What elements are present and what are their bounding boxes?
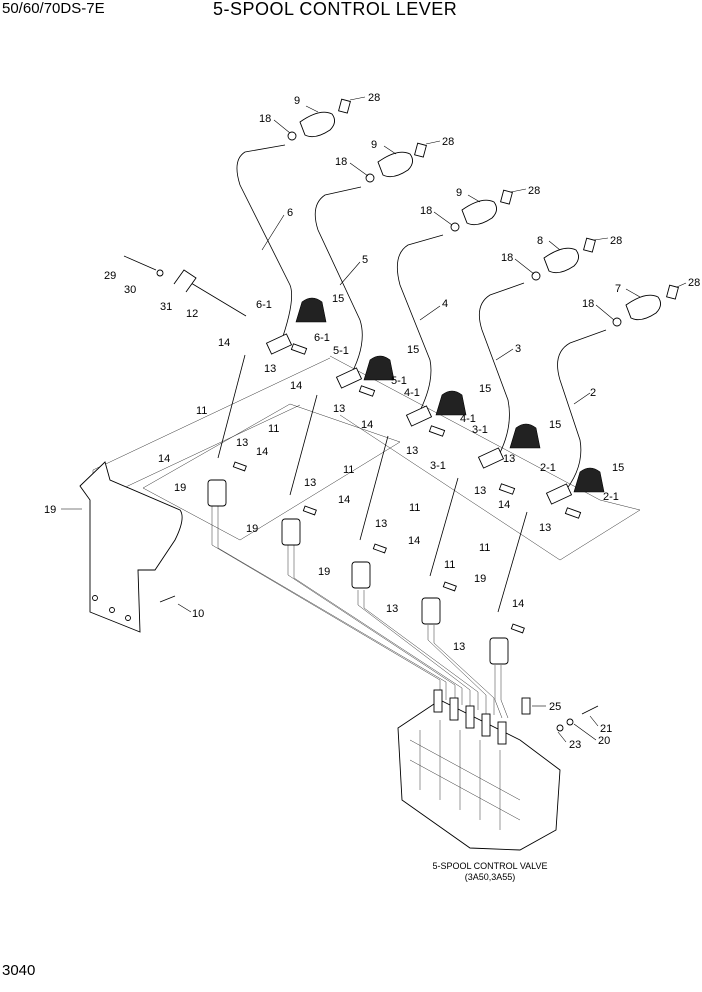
callout: 2-1 [540, 462, 556, 474]
callout: 2 [590, 387, 596, 399]
callout: 19 [44, 504, 56, 516]
callout: 13 [386, 603, 398, 615]
callout: 29 [104, 270, 116, 282]
callout-labels: 28 9 18 28 9 18 6 28 9 18 28 8 18 5 28 7… [44, 92, 700, 751]
callout: 3-1 [430, 460, 446, 472]
callout: 11 [409, 502, 420, 514]
callout: 6-1 [314, 332, 330, 344]
callout: 14 [256, 446, 268, 458]
callout: 19 [474, 573, 486, 585]
callout: 15 [612, 462, 624, 474]
callout: 13 [503, 453, 515, 465]
callout: 28 [368, 92, 380, 104]
callout: 20 [598, 735, 610, 747]
callout: 23 [569, 739, 581, 751]
callout: 15 [407, 344, 419, 356]
callout: 21 [600, 723, 612, 735]
callout: 19 [174, 482, 186, 494]
callout: 3 [515, 343, 521, 355]
callout: 13 [453, 641, 465, 653]
callout: 14 [218, 337, 230, 349]
callout: 18 [420, 205, 432, 217]
valve-caption-code: (3A50,3A55) [464, 872, 516, 882]
callout: 11 [343, 464, 354, 476]
callout: 30 [124, 284, 136, 296]
callout: 8 [537, 235, 543, 247]
rubber-boots [295, 297, 605, 493]
callout: 7 [615, 283, 621, 295]
model-label: 50/60/70DS-7E [2, 0, 105, 17]
callout: 28 [688, 277, 700, 289]
callout: 13 [264, 363, 276, 375]
callout: 11 [268, 423, 279, 435]
callout: 5-1 [333, 345, 349, 357]
callout: 19 [246, 523, 258, 535]
pivot-shaft [123, 255, 247, 317]
callout: 6 [287, 207, 293, 219]
callout: 14 [361, 419, 373, 431]
callout: 18 [259, 113, 271, 125]
callout: 14 [338, 494, 350, 506]
callout: 13 [474, 485, 486, 497]
callout: 18 [582, 298, 594, 310]
callout: 6-1 [256, 299, 272, 311]
callout: 14 [290, 380, 302, 392]
callout: 31 [160, 301, 172, 313]
callout: 4-1 [404, 387, 420, 399]
callout: 18 [501, 252, 513, 264]
callout: 15 [549, 419, 561, 431]
callout: 5-1 [391, 375, 407, 387]
page-number: 3040 [2, 962, 36, 979]
callout: 15 [332, 293, 344, 305]
callout: 13 [375, 518, 387, 530]
page-title: 5-SPOOL CONTROL LEVER [213, 0, 458, 19]
valve-caption: 5-SPOOL CONTROL VALVE (3A50,3A55) [400, 861, 580, 883]
guide-outline [92, 355, 641, 719]
callout: 28 [610, 235, 622, 247]
callout: 25 [549, 701, 561, 713]
callout: 14 [158, 453, 170, 465]
valve-caption-name: 5-SPOOL CONTROL VALVE [432, 861, 548, 871]
callout: 13 [406, 445, 418, 457]
lever-rods [236, 144, 607, 496]
callout: 4-1 [460, 413, 476, 425]
bushings [207, 479, 509, 665]
callout: 14 [512, 598, 524, 610]
callout: 9 [456, 187, 462, 199]
callout: 3-1 [472, 424, 488, 436]
callout: 14 [408, 535, 420, 547]
pins [232, 461, 525, 634]
callout: 9 [371, 139, 377, 151]
callout: 13 [333, 403, 345, 415]
callout: 9 [294, 95, 300, 107]
mounting-bracket [79, 461, 183, 633]
callout: 5 [362, 254, 368, 266]
callout: 28 [442, 136, 454, 148]
callout: 11 [479, 542, 490, 554]
callout: 12 [186, 308, 198, 320]
callout: 11 [196, 405, 207, 417]
callout: 15 [479, 383, 491, 395]
callout: 10 [192, 608, 204, 620]
callout: 19 [318, 566, 330, 578]
callout: 18 [335, 156, 347, 168]
callout: 13 [236, 437, 248, 449]
callout: 13 [304, 477, 316, 489]
callout: 28 [528, 185, 540, 197]
callout: 13 [539, 522, 551, 534]
leader-lines [61, 96, 687, 743]
callout: 2-1 [603, 491, 619, 503]
callout: 4 [442, 298, 448, 310]
control-valve [397, 689, 599, 851]
pivot-brackets [265, 333, 582, 519]
knobs [287, 98, 679, 327]
callout: 11 [444, 559, 455, 571]
link-rods [217, 354, 528, 613]
callout: 14 [498, 499, 510, 511]
